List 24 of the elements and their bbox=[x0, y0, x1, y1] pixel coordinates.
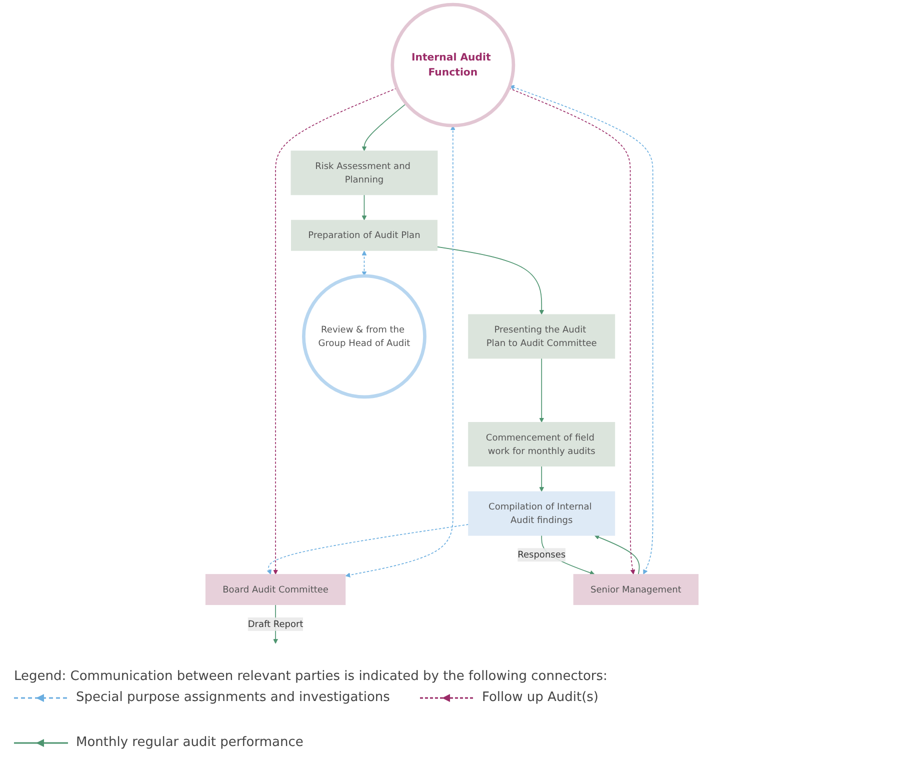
edge-label: Draft Report bbox=[248, 618, 304, 630]
node-box: Compilation of Internal Audit findings bbox=[468, 491, 616, 536]
node-box: Board Audit Committee bbox=[205, 574, 346, 606]
arrow bbox=[594, 534, 640, 575]
edge-label: Responses bbox=[518, 549, 566, 560]
node-box: Presenting the Audit Plan to Audit Committee bbox=[468, 314, 616, 359]
legend-label: Follow up Audit(s) bbox=[482, 690, 598, 705]
arrow bbox=[345, 125, 456, 578]
arrow bbox=[539, 358, 544, 423]
arrow bbox=[539, 466, 544, 492]
arrow bbox=[362, 103, 407, 152]
node-box: Risk Assessment and Planning bbox=[290, 150, 438, 196]
node-box: Commencement of field work for monthly audits bbox=[468, 422, 616, 467]
arrow bbox=[362, 194, 367, 220]
arrow bbox=[436, 246, 544, 315]
legend-label: Special purpose assignments and investigations bbox=[76, 690, 390, 705]
legend-label: Monthly regular audit performance bbox=[76, 735, 304, 750]
node-circle: Internal Audit Function bbox=[390, 2, 516, 128]
arrow bbox=[266, 524, 469, 575]
node-box: Preparation of Audit Plan bbox=[291, 220, 438, 251]
node-box: Senior Management bbox=[573, 574, 699, 606]
node-circle: Review & from the Group Head of Audit bbox=[302, 274, 426, 399]
legend-heading: Legend: Communication between relevant parties is indicated by the following connectors: bbox=[14, 669, 608, 684]
arrow bbox=[362, 250, 367, 276]
